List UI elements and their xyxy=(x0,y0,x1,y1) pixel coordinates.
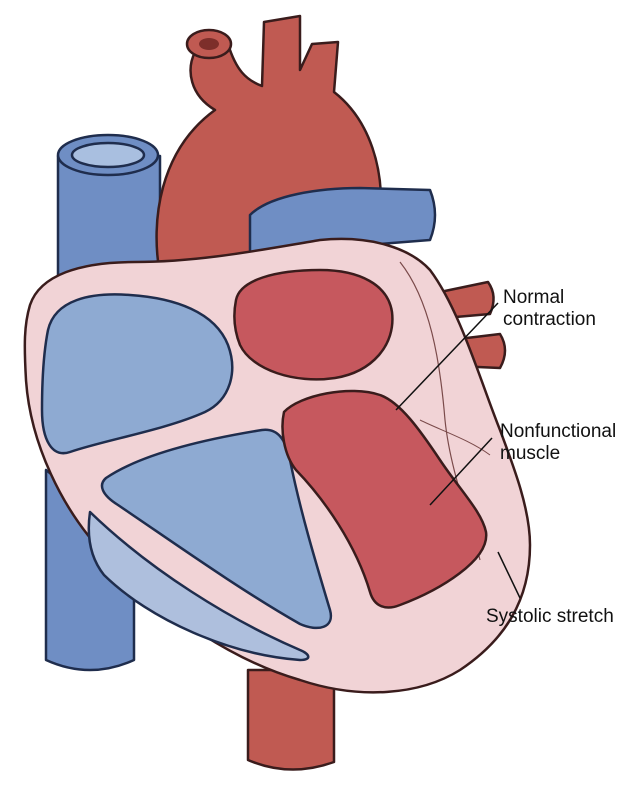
label-systolic-stretch: Systolic stretch xyxy=(486,606,614,627)
leader-lines xyxy=(395,302,521,599)
leader-line-normal-contraction xyxy=(395,302,499,411)
label-nonfunctional-muscle: Nonfunctional muscle xyxy=(500,421,617,464)
left-atrium xyxy=(233,268,394,381)
leader-line-systolic-stretch xyxy=(497,551,521,599)
inferior-vena-cava xyxy=(44,468,136,672)
leader-line-nonfunctional-muscle xyxy=(429,437,493,506)
right-ventricle xyxy=(100,428,333,630)
label-normal-contraction: Normal contraction xyxy=(503,287,596,330)
left-ventricle xyxy=(281,389,488,609)
pericardial-band xyxy=(87,510,310,662)
right-atrium xyxy=(40,293,234,455)
descending-aorta xyxy=(246,668,336,771)
